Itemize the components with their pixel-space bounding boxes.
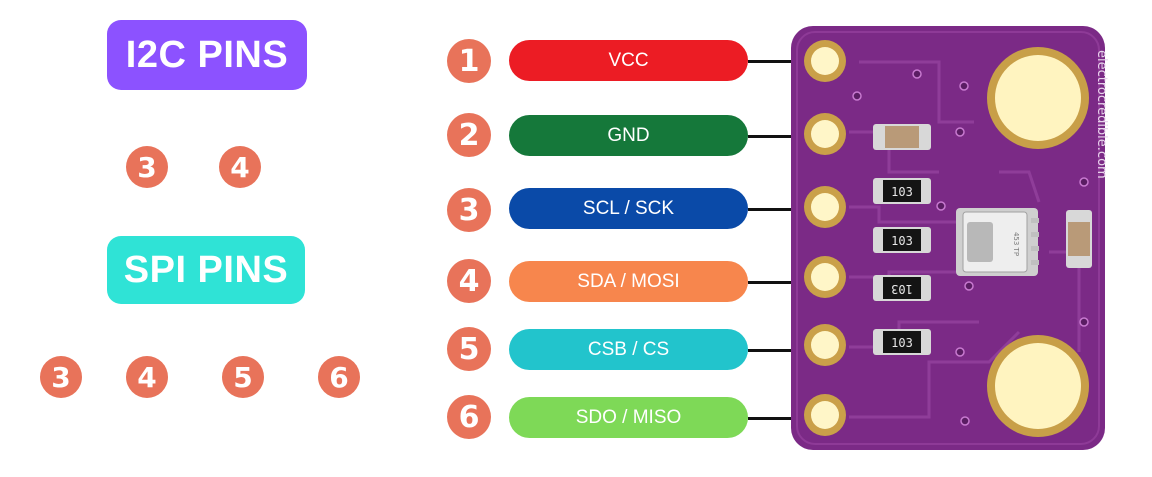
vias [852, 69, 1089, 426]
pin-number-badge: 4 [447, 259, 491, 303]
resistor-r3: 103 [873, 275, 931, 301]
pin-label-vcc: VCC [509, 40, 748, 81]
resistor-r4: 103 [873, 329, 931, 355]
pin-label-sdo-miso: SDO / MISO [509, 397, 748, 438]
resistor-r2: 103 [873, 227, 931, 253]
mounting-holes [987, 47, 1089, 437]
watermark-text: electrocredible.com [1094, 50, 1109, 179]
i2c-pin-badge: 3 [126, 146, 168, 188]
i2c-pins-title: I2C PINS [107, 20, 307, 90]
pin-connector-line [748, 349, 804, 352]
pin-number-badge: 5 [447, 327, 491, 371]
bmp280-sensor-board: 103 103 103 103 453 TP electrocredible.c… [791, 26, 1109, 450]
pin-number-badge: 2 [447, 113, 491, 157]
resistor-code-label: 103 [891, 336, 913, 350]
chip-marking: 453 TP [1012, 232, 1020, 256]
pin-connector-line [748, 208, 804, 211]
spi-pin-badge: 3 [40, 356, 82, 398]
capacitor [873, 124, 931, 150]
resistor-code-label: 103 [891, 234, 913, 248]
pin-pads [804, 40, 846, 436]
spi-pins-title: SPI PINS [107, 236, 305, 304]
pin-connector-line [748, 417, 804, 420]
resistor-code-label: 103 [891, 185, 913, 199]
pin-label-csb-cs: CSB / CS [509, 329, 748, 370]
resistor-code-label: 103 [891, 282, 913, 296]
capacitor [1066, 210, 1092, 268]
pin-number-badge: 1 [447, 39, 491, 83]
pin-number-badge: 3 [447, 188, 491, 232]
sensor-chip: 453 TP [956, 208, 1039, 276]
spi-pin-badge: 6 [318, 356, 360, 398]
pin-label-sda-mosi: SDA / MOSI [509, 261, 748, 302]
resistor-r1: 103 [873, 178, 931, 204]
spi-pin-badge: 4 [126, 356, 168, 398]
pin-number-badge: 6 [447, 395, 491, 439]
i2c-pin-badge: 4 [219, 146, 261, 188]
pin-connector-line [748, 135, 804, 138]
pin-label-gnd: GND [509, 115, 748, 156]
pin-label-scl-sck: SCL / SCK [509, 188, 748, 229]
spi-pin-badge: 5 [222, 356, 264, 398]
pin-connector-line [748, 281, 804, 284]
pin-connector-line [748, 60, 804, 63]
